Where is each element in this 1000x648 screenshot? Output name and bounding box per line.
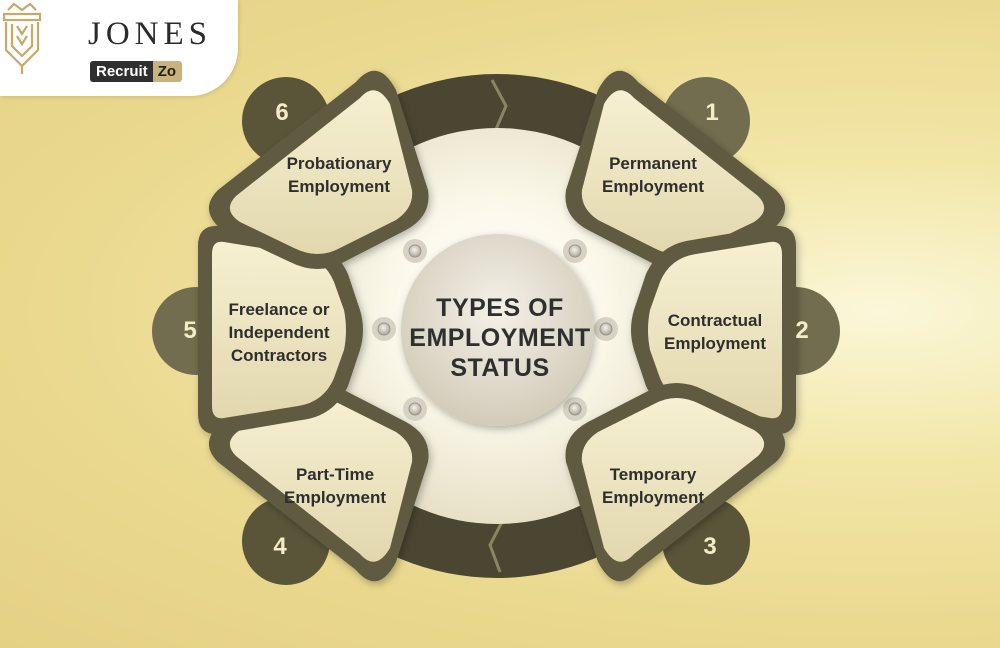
item-5-line-2: Independent xyxy=(228,323,330,342)
ring-chevron-bottom xyxy=(488,517,506,573)
item-2-line-2: Employment xyxy=(663,334,767,353)
item-6-line-1: Probationary xyxy=(286,154,392,173)
item-3-label: Temporary Employment xyxy=(578,463,728,509)
item-1-number: 1 xyxy=(705,99,719,126)
center-title-line-2: EMPLOYMENT xyxy=(409,324,591,352)
item-6-line-2: Employment xyxy=(287,177,391,196)
logo-sub-left: Recruit xyxy=(90,60,153,82)
item-2-label: Contractual Employment xyxy=(640,309,790,355)
center-title: TYPES OF EMPLOYMENT STATUS xyxy=(400,293,600,383)
center-title-line-3: STATUS xyxy=(450,354,550,382)
card-5 xyxy=(198,225,363,435)
card-3 xyxy=(565,383,786,582)
crest-logo-icon xyxy=(2,2,42,74)
item-3-line-1: Temporary xyxy=(609,465,697,484)
card-6 xyxy=(208,70,429,269)
item-3-line-2: Employment xyxy=(601,488,705,507)
item-4-line-2: Employment xyxy=(283,488,387,507)
card-4 xyxy=(208,383,429,582)
logo-sub-right: Zo xyxy=(152,60,183,82)
logo-title: JONES xyxy=(88,16,213,52)
item-4-number: 4 xyxy=(273,533,287,560)
center-circle xyxy=(401,234,593,426)
center-title-line-1: TYPES OF xyxy=(436,294,564,322)
item-4-line-1: Part-Time xyxy=(295,465,375,484)
hub-dots xyxy=(372,239,618,421)
item-3-number: 3 xyxy=(703,533,717,560)
item-2-line-1: Contractual xyxy=(667,311,763,330)
item-6-label: Probationary Employment xyxy=(264,152,414,198)
card-2 xyxy=(631,225,796,435)
ring-chevron-top xyxy=(490,79,508,135)
item-4-label: Part-Time Employment xyxy=(260,463,410,509)
item-5-line-1: Freelance or xyxy=(228,300,330,319)
cards xyxy=(198,70,796,582)
card-1 xyxy=(565,70,786,269)
item-5-line-3: Contractors xyxy=(230,346,328,365)
item-5-label: Freelance or Independent Contractors xyxy=(204,298,354,367)
item-1-line-2: Employment xyxy=(601,177,705,196)
item-1-line-1: Permanent xyxy=(609,154,697,173)
item-2-number: 2 xyxy=(795,317,809,344)
item-5-number: 5 xyxy=(183,317,197,344)
item-1-label: Permanent Employment xyxy=(578,152,728,198)
item-6-number: 6 xyxy=(275,99,289,126)
